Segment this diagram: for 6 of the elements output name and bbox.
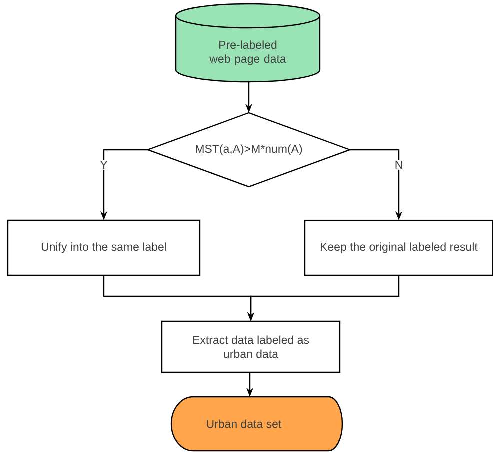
database-cylinder: Pre-labeled web page data: [175, 3, 321, 83]
process-box: Unify into the same label: [7, 220, 201, 276]
process-box: Extract data labeled as urban data: [161, 320, 341, 374]
edge-label: N: [394, 160, 404, 170]
edge-label: Y: [99, 160, 109, 170]
process-box: Keep the original labeled result: [304, 220, 493, 276]
